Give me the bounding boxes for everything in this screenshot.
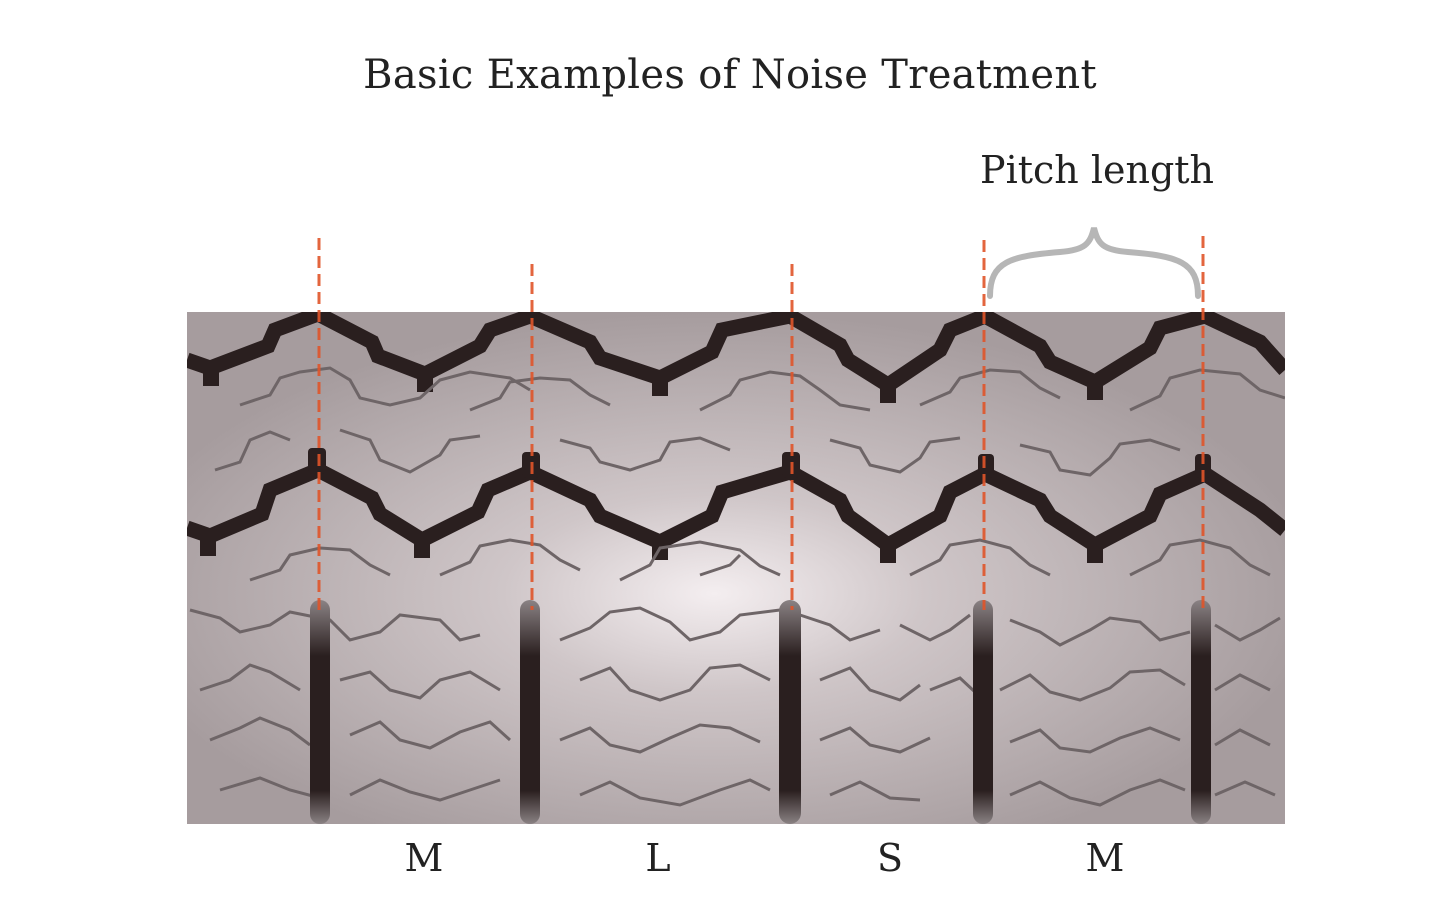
pitch-boundary-lines <box>317 236 1205 610</box>
segment-label-large: L <box>645 836 671 880</box>
pitch-length-label: Pitch length <box>980 148 1215 192</box>
segment-label-medium-1: M <box>404 836 444 880</box>
top-groove-nubs <box>203 366 1103 403</box>
tread-surface <box>187 312 1285 824</box>
segment-label-small: S <box>876 836 904 880</box>
middle-groove-nubs <box>200 448 1211 563</box>
tread-sipes <box>189 366 1285 807</box>
segment-label-medium-2: M <box>1085 836 1125 880</box>
diagram-title: Basic Examples of Noise Treatment <box>363 52 1097 98</box>
pitch-length-brace <box>987 227 1201 299</box>
pitch-slots <box>310 600 1211 824</box>
